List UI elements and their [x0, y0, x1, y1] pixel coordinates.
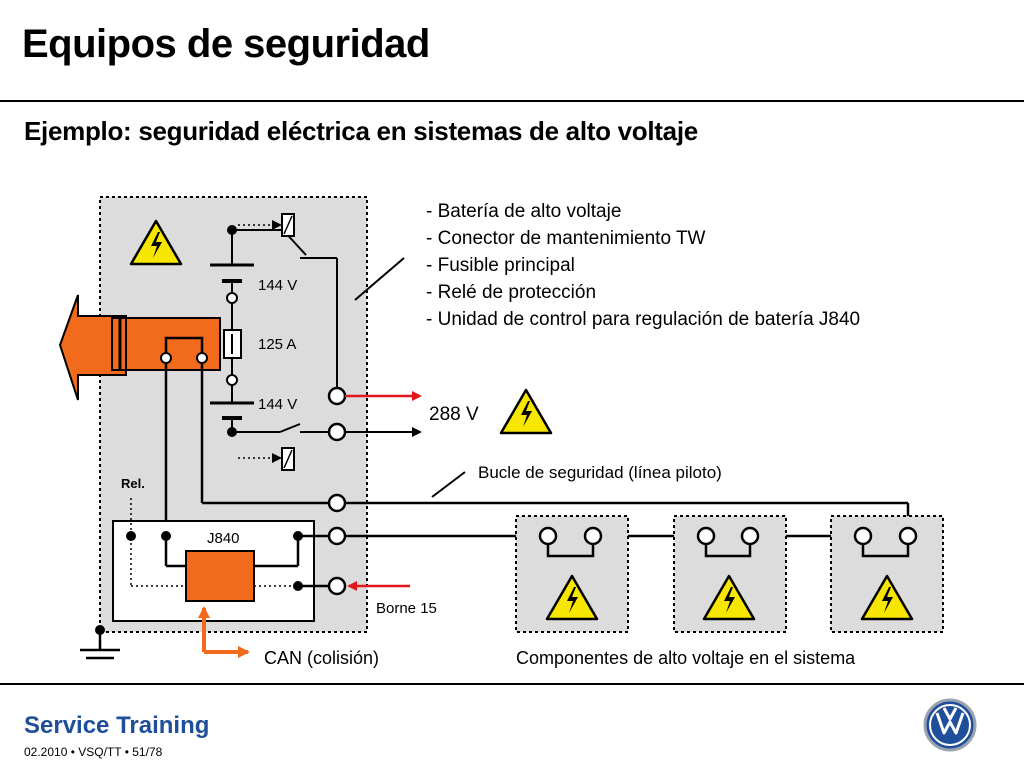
component-legend: - Batería de alto voltaje - Conector de …: [426, 198, 860, 333]
output-voltage-label: 288 V: [429, 404, 479, 425]
cell-voltage-top-label: 144 V: [258, 277, 298, 294]
hv-component-3: [830, 515, 944, 633]
legend-item: - Batería de alto voltaje: [426, 201, 622, 222]
legend-item: - Unidad de control para regulación de b…: [426, 309, 861, 330]
vw-logo-icon: [923, 698, 977, 752]
relay-label: Rel.: [121, 476, 145, 491]
slide-subtitle: Ejemplo: seguridad eléctrica en sistemas…: [24, 116, 698, 146]
hv-component-2: [673, 515, 787, 633]
safety-loop-label: Bucle de seguridad (línea piloto): [478, 463, 722, 482]
can-signal-label: CAN (colisión): [264, 648, 380, 668]
footer-brand: Service Training: [24, 712, 210, 739]
footer-meta: 02.2010 • VSQ/TT • 51/78: [24, 745, 163, 759]
legend-item: - Fusible principal: [426, 255, 575, 276]
high-voltage-warning-icon: [499, 388, 553, 435]
slide-title: Equipos de seguridad: [22, 22, 430, 66]
hv-output-arrow: [58, 294, 221, 401]
hv-component-1: [515, 515, 629, 633]
fuse-rating-label: 125 A: [258, 336, 297, 353]
control-unit-j840: [185, 550, 255, 602]
cell-voltage-bottom-label: 144 V: [258, 396, 298, 413]
terminal-15-label: Borne 15: [376, 600, 437, 617]
hv-components-label: Componentes de alto voltaje en el sistem…: [516, 648, 856, 668]
title-divider: [0, 100, 1024, 102]
legend-item: - Conector de mantenimiento TW: [426, 228, 706, 249]
legend-item: - Relé de protección: [426, 282, 597, 303]
control-unit-label: J840: [207, 530, 240, 547]
